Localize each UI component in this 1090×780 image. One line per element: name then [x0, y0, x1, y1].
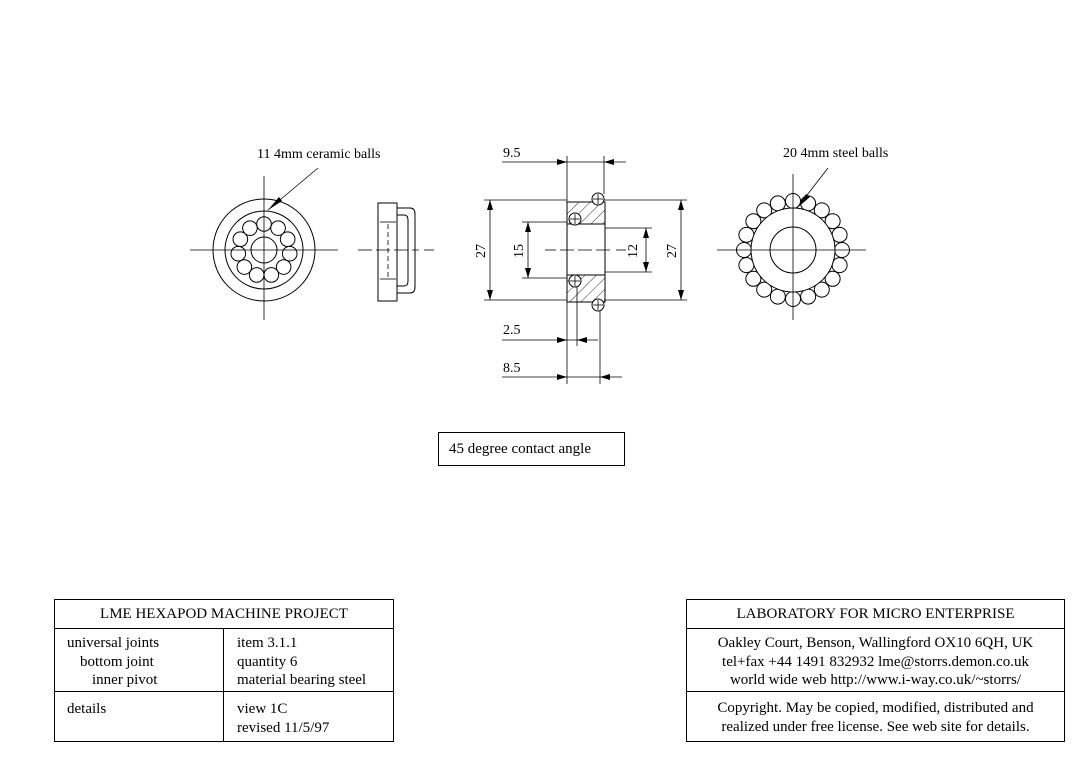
item-number: item 3.1.1 — [237, 635, 298, 651]
steel-ball — [824, 213, 841, 230]
dim-15: 15 — [512, 244, 527, 258]
title-block: LME HEXAPOD MACHINE PROJECT universal jo… — [54, 599, 394, 742]
material: material bearing steel — [237, 672, 367, 688]
steel-ball — [756, 202, 773, 219]
assembly-line-2: bottom joint — [80, 653, 154, 670]
company-contact: tel+fax +44 1491 832932 lme@storrs.demon… — [722, 653, 1029, 670]
assembly-line-1: universal joints — [67, 635, 160, 651]
dim-8-5: 8.5 — [503, 361, 521, 376]
company-address: Oakley Court, Benson, Wallingford OX10 6… — [717, 635, 1034, 651]
steel-bearing-front-view — [717, 167, 866, 320]
dim-9-5: 9.5 — [503, 146, 521, 161]
steel-ball — [813, 281, 830, 298]
bearing-section-view — [484, 156, 687, 384]
steel-ball — [745, 213, 762, 230]
steel-balls — [736, 193, 850, 307]
revision-date: revised 11/5/97 — [237, 719, 330, 736]
steel-ball — [769, 195, 786, 212]
steel-balls-label: 20 4mm steel balls — [783, 146, 888, 161]
ceramic-ball — [275, 259, 292, 275]
license-line-2: realized under free license. See web sit… — [721, 718, 1030, 735]
title-block-vertical-divider — [223, 628, 224, 741]
company-block: LABORATORY FOR MICRO ENTERPRISE Oakley C… — [686, 599, 1065, 742]
steel-ball — [813, 202, 830, 219]
steel-ball — [824, 270, 841, 287]
ceramic-ball — [270, 220, 286, 236]
assembly-line-3: inner pivot — [92, 672, 158, 688]
dim-2-5: 2.5 — [503, 323, 521, 338]
ceramic-balls-label: 11 4mm ceramic balls — [257, 147, 381, 162]
steel-ball — [745, 270, 762, 287]
company-block-divider — [687, 691, 1064, 692]
steel-ball — [769, 288, 786, 305]
ceramic-ball — [279, 231, 296, 247]
quantity: quantity 6 — [237, 653, 298, 670]
ceramic-ball — [263, 267, 280, 283]
company-name: LABORATORY FOR MICRO ENTERPRISE — [687, 600, 1064, 629]
project-title: LME HEXAPOD MACHINE PROJECT — [55, 600, 393, 629]
ceramic-bearing-front-view — [190, 167, 338, 320]
company-web: world wide web http://www.i-way.co.uk/~s… — [729, 672, 1022, 688]
contact-angle-note: 45 degree contact angle — [438, 432, 625, 466]
steel-ball — [831, 257, 848, 274]
steel-ball — [831, 226, 848, 243]
steel-ball — [738, 257, 755, 274]
details-label: details — [67, 701, 107, 717]
ceramic-ball — [236, 259, 253, 275]
license-line-1: Copyright. May be copied, modified, dist… — [717, 700, 1034, 716]
bearing-side-view — [358, 202, 434, 302]
steel-ball — [738, 226, 755, 243]
title-block-horizontal-divider — [55, 691, 393, 692]
steel-ball — [800, 288, 817, 305]
title-block-grid: universal joints bottom joint inner pivo… — [55, 628, 393, 741]
view-label: view 1C — [237, 701, 288, 717]
ceramic-ball — [230, 245, 247, 262]
dim-27-left: 27 — [474, 244, 489, 258]
ceramic-ball — [281, 245, 298, 262]
dim-27-right: 27 — [665, 244, 680, 258]
steel-ball — [756, 281, 773, 298]
dim-12: 12 — [626, 244, 641, 258]
ceramic-ball — [232, 231, 249, 247]
ceramic-ball — [242, 220, 258, 236]
